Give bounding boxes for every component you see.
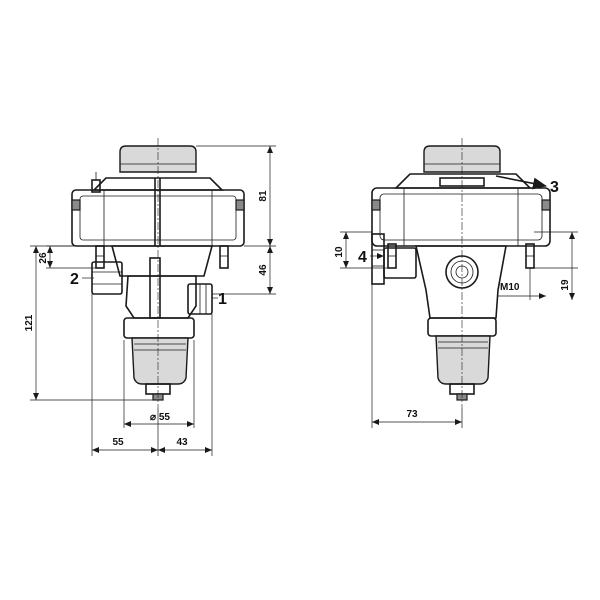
dim-73-label: 73 (406, 409, 418, 420)
dim-10-label: 10 (334, 246, 345, 258)
dim-m10: M10 (498, 268, 546, 300)
callout-4: 4 (358, 249, 384, 266)
dim-55-label: 55 (112, 437, 124, 448)
callout-3-label: 3 (550, 179, 559, 196)
left-view: 81 46 26 121 ⌀ 55 (24, 138, 276, 456)
dim-81: 81 (196, 145, 276, 247)
callout-4-label: 4 (358, 249, 367, 266)
dim-19-label: 19 (560, 279, 571, 291)
callout-2: 2 (70, 271, 94, 288)
callout-2-label: 2 (70, 271, 79, 288)
right-housing (371, 173, 551, 247)
callout-1: 1 (212, 291, 227, 308)
dim-19: 19 (534, 231, 578, 300)
dim-46: 46 (212, 246, 276, 295)
dim-26-label: 26 (38, 252, 49, 264)
callout-1-label: 1 (218, 291, 227, 308)
dim-73: 73 (371, 284, 463, 428)
dim-46-label: 46 (258, 264, 269, 276)
dim-121-label: 121 (24, 314, 35, 331)
dim-81-label: 81 (258, 190, 269, 202)
dim-10: 10 (334, 231, 388, 269)
dim-43-label: 43 (176, 437, 188, 448)
dim-26: 26 (38, 245, 96, 269)
dim-diameter-label: ⌀ 55 (150, 412, 170, 423)
right-lower-body (414, 245, 507, 401)
studs (95, 245, 229, 269)
dim-widths: 55 43 (91, 294, 213, 456)
dim-diameter: ⌀ 55 (123, 340, 195, 428)
right-port-4-fitting (371, 233, 417, 285)
callout-3: 3 (495, 175, 559, 196)
right-view: 10 19 M10 73 4 3 (334, 138, 578, 428)
dim-m10-label: M10 (500, 282, 520, 293)
